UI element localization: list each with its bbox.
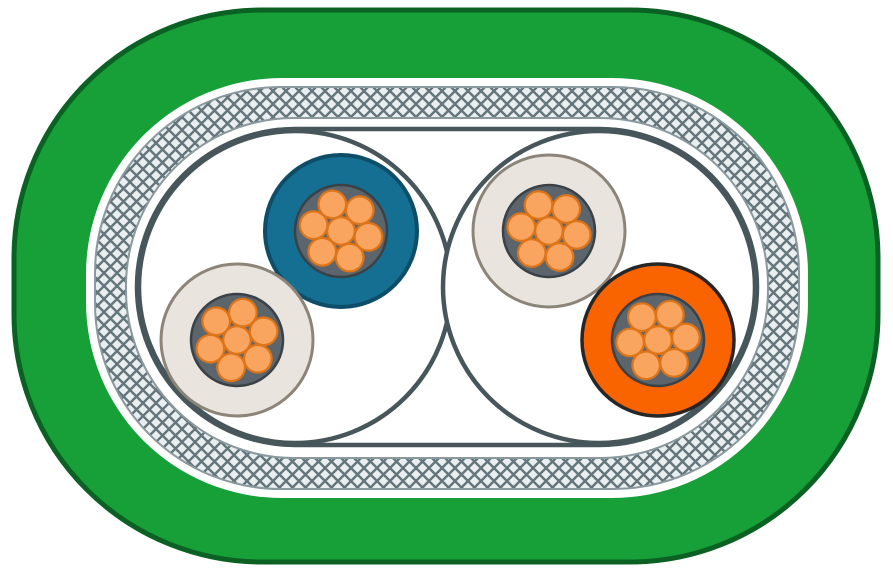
wire-orange [580,262,736,418]
wire-white-left [159,262,315,418]
wire-white-right [471,153,627,309]
wire-blue [263,153,419,309]
